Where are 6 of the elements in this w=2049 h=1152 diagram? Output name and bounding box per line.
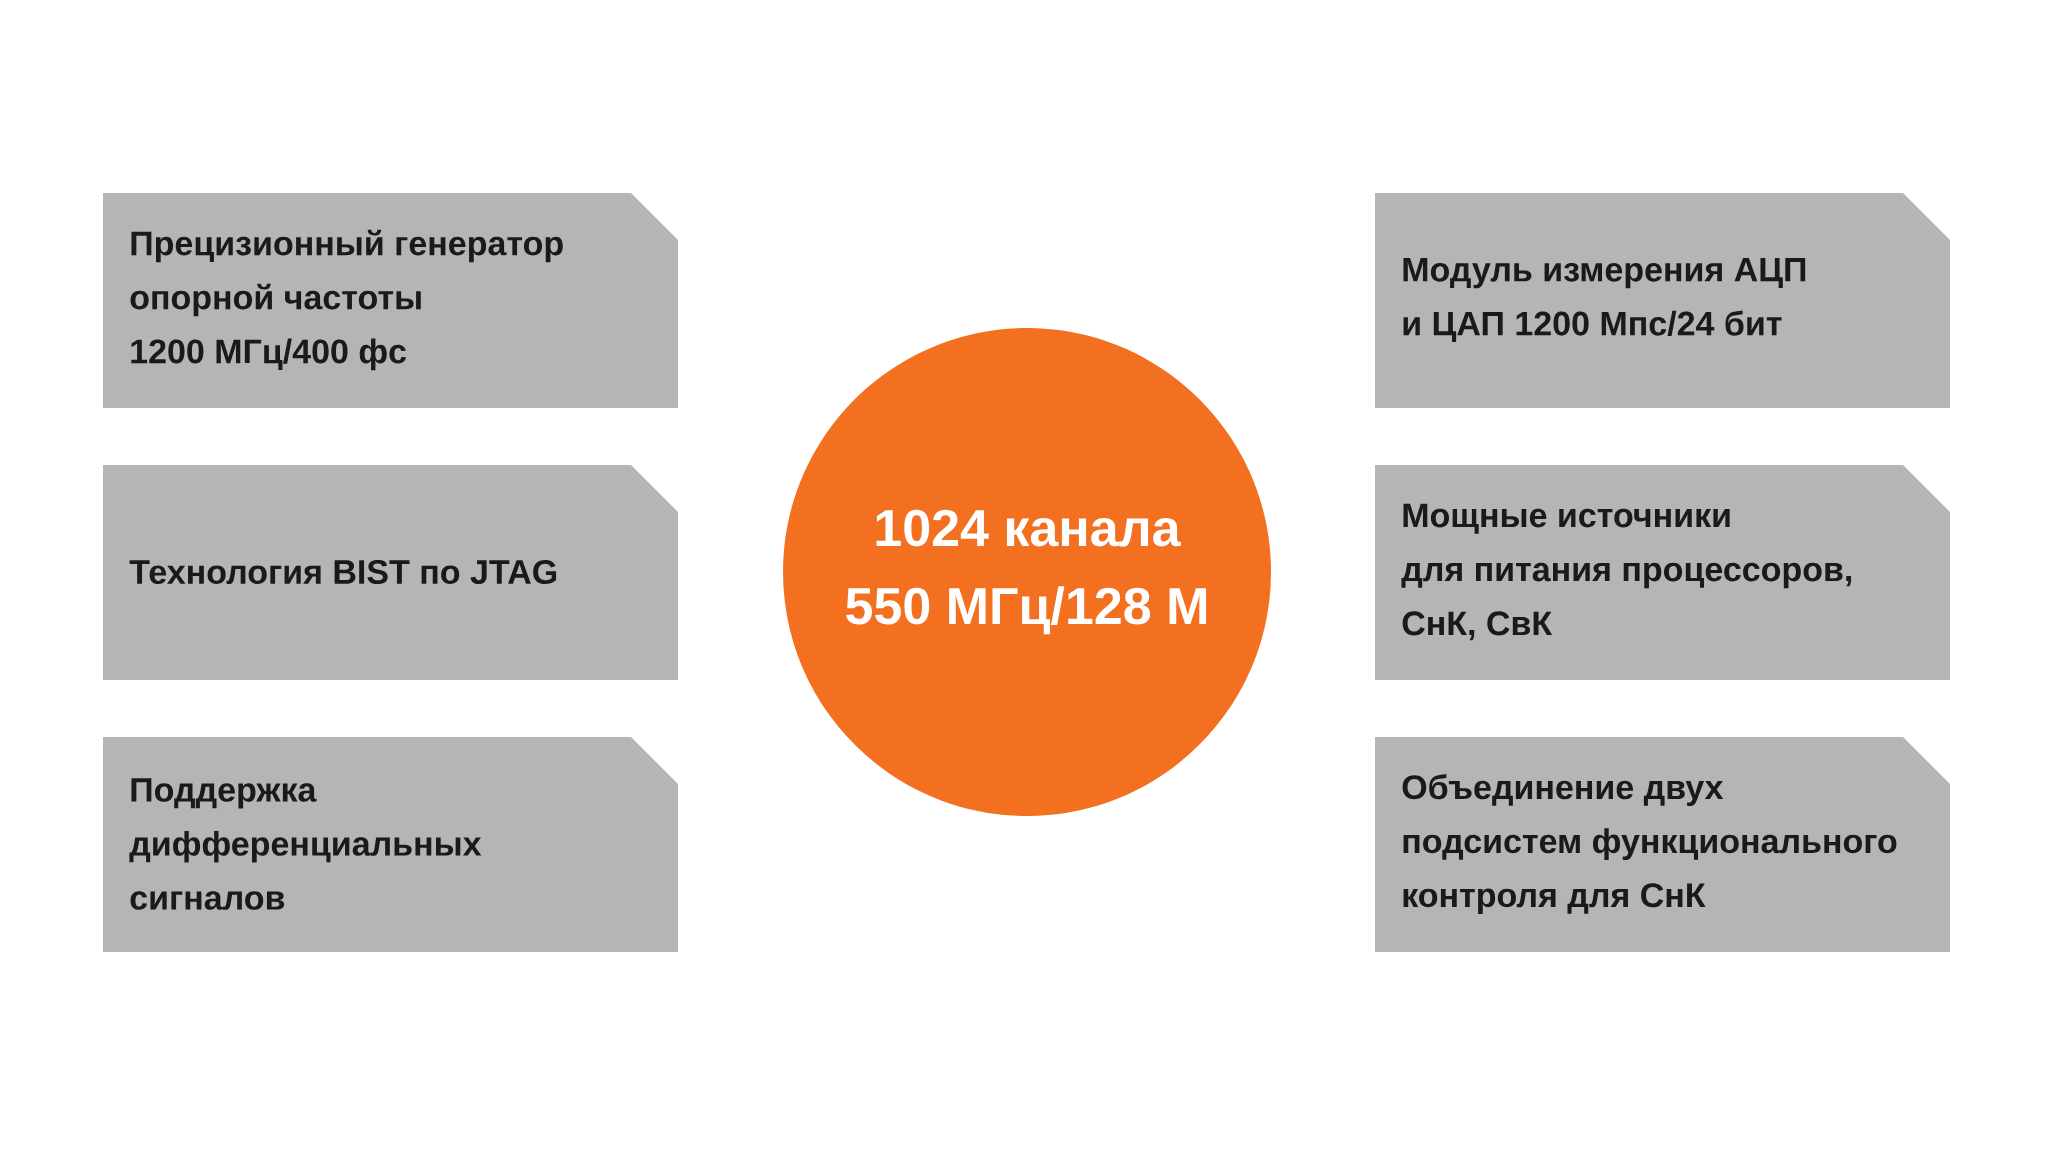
note-box: Технология BIST по JTAG <box>103 465 678 680</box>
note-box: Прецизионный генератор опорной частоты 1200 МГц/400 фс <box>103 193 678 408</box>
note-box: Объединение двух подсистем функционального контроля для СнК <box>1375 737 1950 952</box>
note-box: Модуль измерения АЦП и ЦАП 1200 Мпс/24 бит <box>1375 193 1950 408</box>
note-box: Поддержка дифференциальных сигналов <box>103 737 678 952</box>
note-box: Мощные источники для питания процессоров, СнК, СвК <box>1375 465 1950 680</box>
